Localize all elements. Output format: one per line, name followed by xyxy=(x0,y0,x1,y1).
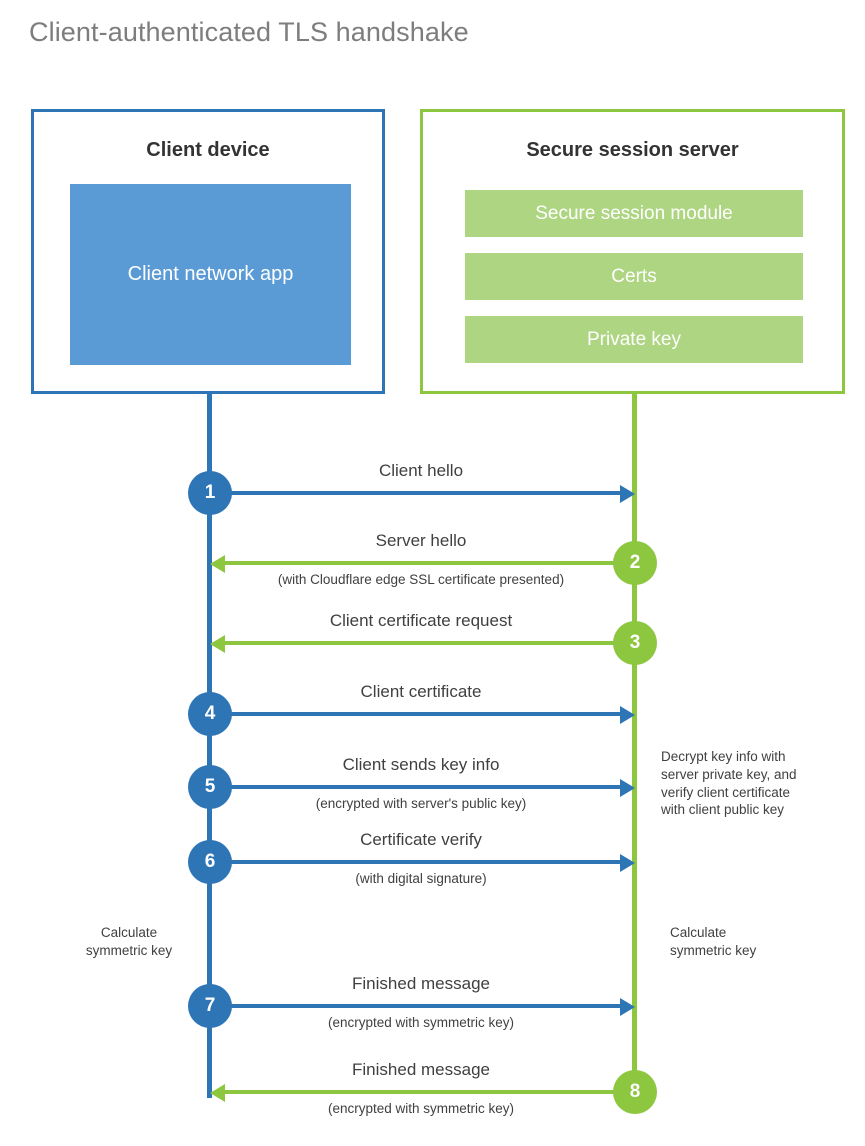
secure-session-server-title: Secure session server xyxy=(526,139,739,161)
message-sublabel: (encrypted with symmetric key) xyxy=(327,1101,515,1116)
annotation-line: server private key, and xyxy=(661,766,797,782)
arrow-head-right-icon xyxy=(620,998,635,1016)
message-sublabel: (encrypted with symmetric key) xyxy=(327,1015,515,1030)
client-network-app-block: Client network app xyxy=(70,184,351,365)
server-decrypt-annotation: Decrypt key info with server private key… xyxy=(661,748,841,819)
arrow-line xyxy=(222,641,635,645)
message-label: Client hello xyxy=(378,461,464,480)
step-number-badge: 3 xyxy=(613,621,657,665)
annotation-line: Calculate xyxy=(670,925,727,940)
private-key-block: Private key xyxy=(465,316,803,363)
step-number-badge: 7 xyxy=(188,984,232,1028)
annotation-line: symmetric key xyxy=(85,942,173,958)
message-label: Server hello xyxy=(375,531,467,550)
annotation-line: Calculate xyxy=(100,925,158,940)
server-calculate-symmetric-key-annotation: Calculate symmetric key xyxy=(670,924,850,960)
client-calculate-symmetric-key-annotation: Calculate symmetric key xyxy=(40,924,218,960)
arrow-line xyxy=(210,860,622,864)
arrow-line xyxy=(210,785,622,789)
step-number-badge: 2 xyxy=(613,541,657,585)
step-number-badge: 4 xyxy=(188,692,232,736)
arrow-head-right-icon xyxy=(620,485,635,503)
secure-session-server-box: Secure session server Secure session mod… xyxy=(420,109,845,394)
message-sublabel: (encrypted with server's public key) xyxy=(315,796,527,811)
annotation-line: Decrypt key info with xyxy=(661,749,786,764)
message-sublabel: (with Cloudflare edge SSL certificate pr… xyxy=(277,572,565,587)
message-label: Finished message xyxy=(352,1060,490,1079)
step-number-badge: 6 xyxy=(188,840,232,884)
annotation-line: symmetric key xyxy=(670,942,757,958)
arrow-line xyxy=(222,1090,635,1094)
arrow-line xyxy=(222,561,635,565)
message-label: Finished message xyxy=(352,974,490,993)
arrow-head-right-icon xyxy=(620,706,635,724)
page-title: Client-authenticated TLS handshake xyxy=(29,17,469,47)
client-lifeline xyxy=(207,392,212,1098)
arrow-head-left-icon xyxy=(210,635,225,653)
step-number-badge: 8 xyxy=(613,1070,657,1114)
arrow-head-right-icon xyxy=(620,779,635,797)
message-label: Certificate verify xyxy=(360,830,482,849)
client-device-box: Client device Client network app xyxy=(31,109,385,394)
message-label: Client certificate request xyxy=(329,611,513,630)
secure-session-module-block: Secure session module xyxy=(465,190,803,237)
arrow-line xyxy=(210,1004,622,1008)
arrow-line xyxy=(210,491,622,495)
annotation-line: with client public key xyxy=(661,802,785,818)
message-label: Client certificate xyxy=(360,682,482,701)
arrow-head-left-icon xyxy=(210,1084,225,1102)
arrow-head-left-icon xyxy=(210,555,225,573)
message-sublabel: (with digital signature) xyxy=(355,871,487,886)
arrow-head-right-icon xyxy=(620,854,635,872)
client-device-title: Client device xyxy=(146,139,270,161)
message-label: Client sends key info xyxy=(342,755,500,774)
step-number-badge: 5 xyxy=(188,765,232,809)
step-number-badge: 1 xyxy=(188,471,232,515)
annotation-line: verify client certificate xyxy=(661,784,791,800)
certs-block: Certs xyxy=(465,253,803,300)
arrow-line xyxy=(210,712,622,716)
server-lifeline xyxy=(632,392,637,1092)
